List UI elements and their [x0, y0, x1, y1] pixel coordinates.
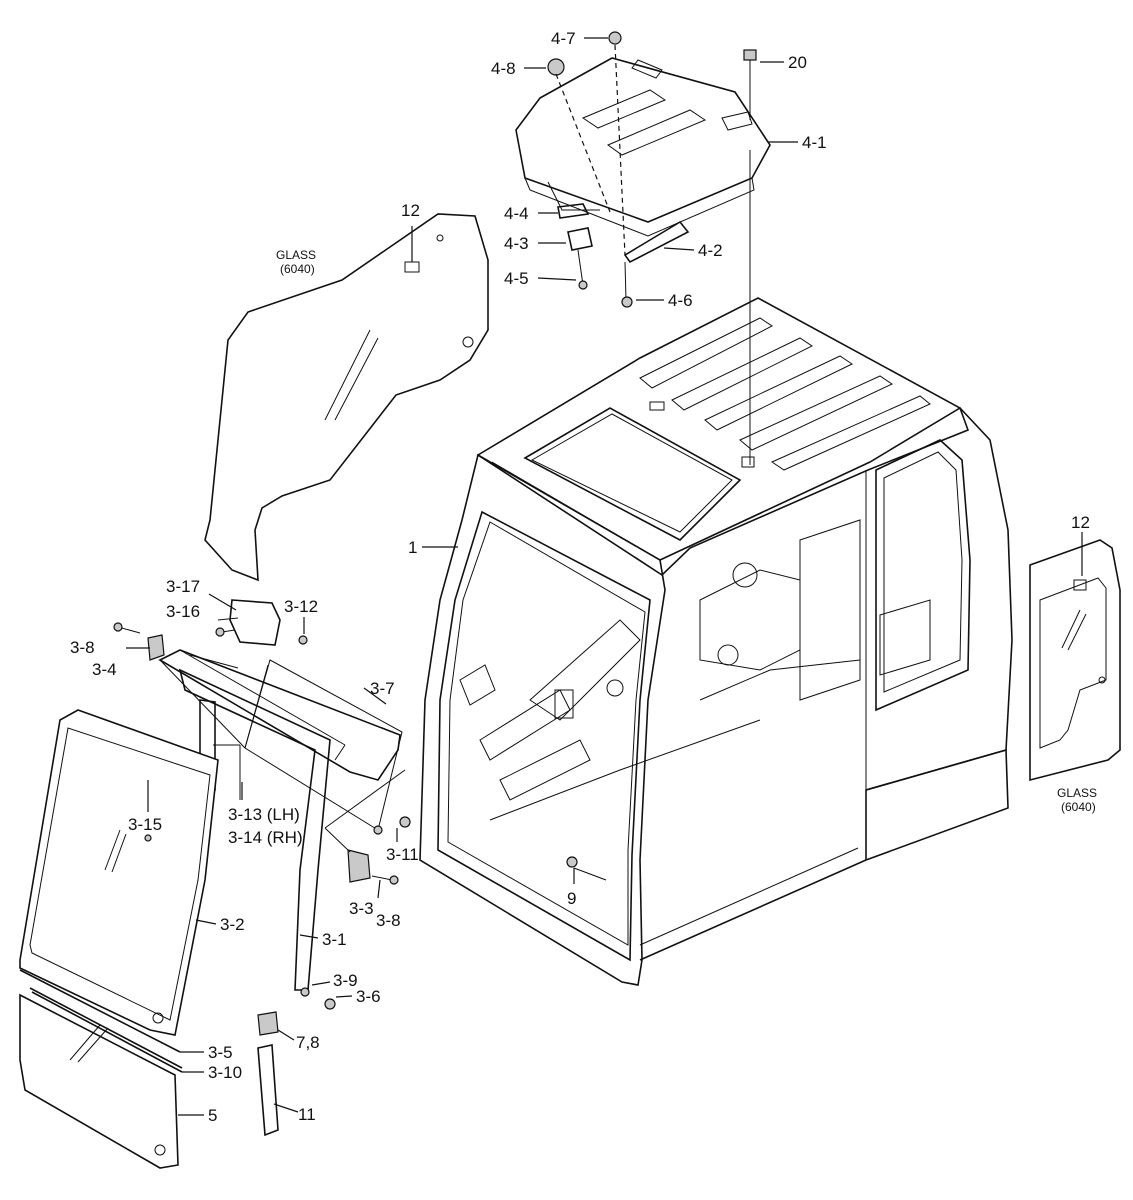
label-4-1: 4-1 [802, 133, 827, 152]
label-3-1: 3-1 [322, 930, 347, 949]
label-1: 1 [408, 538, 417, 557]
roof-cover-assembly [515, 31, 771, 465]
glass-left-name: GLASS [276, 248, 316, 262]
label-12-left: 12 [401, 201, 420, 220]
label-3-10: 3-10 [208, 1063, 242, 1082]
leader-lines [126, 37, 1083, 1116]
glass-left-code: (6040) [280, 262, 315, 276]
left-side-glass [204, 213, 489, 582]
label-4-7: 4-7 [551, 29, 576, 48]
label-20: 20 [788, 53, 807, 72]
label-3-17: 3-17 [166, 577, 200, 596]
label-3-13: 3-13 (LH) [228, 805, 300, 824]
label-4-3: 4-3 [504, 234, 529, 253]
label-4-8: 4-8 [491, 59, 516, 78]
label-3-2: 3-2 [220, 915, 245, 934]
label-3-15: 3-15 [128, 815, 162, 834]
label-3-14: 3-14 (RH) [228, 828, 303, 847]
label-3-6: 3-6 [356, 987, 381, 1006]
right-side-glass [1029, 539, 1121, 782]
label-4-4: 4-4 [504, 204, 529, 223]
label-3-8-right: 3-8 [376, 911, 401, 930]
glass-right-code: (6040) [1061, 800, 1096, 814]
label-3-4: 3-4 [92, 660, 117, 679]
label-3-11: 3-11 [386, 845, 419, 864]
label-3-3: 3-3 [349, 899, 374, 918]
cab-frame [419, 297, 1013, 986]
label-4-2: 4-2 [698, 241, 723, 260]
label-7-8: 7,8 [296, 1033, 320, 1052]
part-labels: 4-7 4-8 20 4-1 4-4 4-3 4-5 4-2 4-6 12 12… [70, 29, 1097, 1125]
label-3-12: 3-12 [284, 597, 318, 616]
front-window-assembly [19, 599, 411, 1169]
label-3-8-left: 3-8 [70, 638, 95, 657]
label-4-5: 4-5 [504, 269, 529, 288]
label-11: 11 [298, 1105, 316, 1124]
label-3-5: 3-5 [208, 1043, 233, 1062]
label-12-right: 12 [1071, 513, 1090, 532]
label-3-16: 3-16 [166, 602, 200, 621]
label-3-7: 3-7 [370, 679, 395, 698]
glass-right-name: GLASS [1057, 786, 1097, 800]
label-4-6: 4-6 [668, 291, 693, 310]
label-5: 5 [208, 1106, 217, 1125]
label-9: 9 [567, 889, 576, 908]
label-3-9: 3-9 [333, 971, 358, 990]
